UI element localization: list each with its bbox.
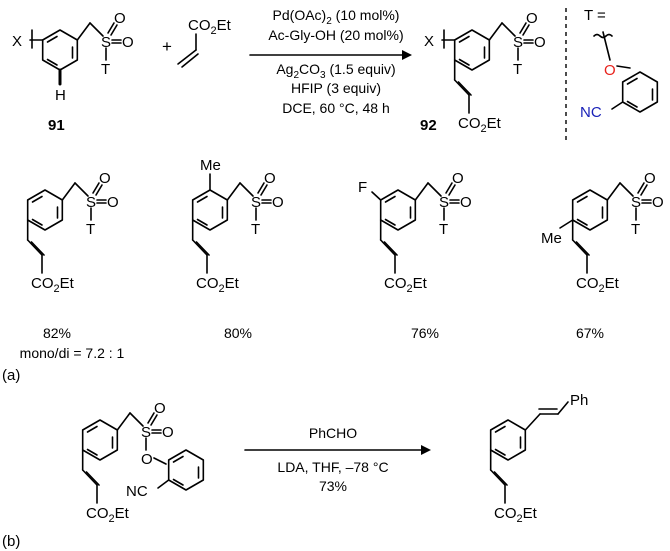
ester-label: CO2Et — [31, 275, 75, 295]
reactant-91: X H S O O T 91 — [12, 10, 134, 134]
yield-label: 80% — [224, 325, 252, 341]
yield-label: 82% — [43, 325, 71, 341]
nitrile-label: NC — [580, 104, 602, 121]
svg-text:O: O — [154, 400, 166, 417]
sulfonyl-oxygen-label: O — [534, 34, 546, 51]
svg-text:S: S — [86, 194, 96, 211]
svg-text:O: O — [644, 170, 656, 187]
product-92: X S O O T CO2Et 92 — [420, 10, 546, 135]
scope-product-4: Me S O O T CO2Et 67% — [541, 170, 664, 341]
plus-sign: + — [162, 37, 172, 56]
attachment-point-wavy — [593, 33, 613, 39]
scope-product-1: S O O T CO2Et 82% mono/di = 7.2 : 1 — [20, 170, 125, 361]
ethyl-acrylate: CO2Et — [177, 17, 232, 68]
scope-product-2: Me S O O T CO2Et 80% — [191, 157, 284, 341]
svg-text:O: O — [460, 194, 472, 211]
sulfur-label: S — [101, 34, 111, 51]
ether-oxygen-label: O — [141, 451, 153, 468]
svg-text:T: T — [631, 221, 640, 238]
ester-label: CO2Et — [576, 275, 620, 295]
conditions-a: Pd(OAc)2 (10 mol%) Ac-Gly-OH (20 mol%) A… — [249, 7, 412, 116]
svg-text:S: S — [251, 194, 261, 211]
svg-text:O: O — [99, 170, 111, 187]
t-group-definition: T = O NC — [580, 7, 659, 121]
svg-text:S: S — [631, 194, 641, 211]
reactant-b: S O O O CO2Et NC — [81, 400, 205, 525]
svg-text:O: O — [264, 170, 276, 187]
sulfur-label: S — [513, 34, 523, 51]
svg-text:O: O — [452, 170, 464, 187]
sulfonyl-oxygen-label: O — [526, 10, 538, 27]
ester-label: CO2Et — [458, 115, 502, 135]
svg-text:O: O — [652, 194, 664, 211]
ester-label: CO2Et — [86, 505, 130, 525]
arrow-head-b — [421, 445, 431, 455]
reagent-label: PhCHO — [309, 425, 357, 441]
oxidant-condition: Ag2CO3 (1.5 equiv) — [276, 61, 395, 81]
yield-label: 73% — [319, 478, 347, 494]
ligand-condition: Ac-Gly-OH (20 mol%) — [268, 27, 403, 43]
methyl-label: Me — [541, 230, 562, 247]
ester-label: CO2Et — [188, 17, 232, 37]
svg-text:T: T — [251, 221, 260, 238]
svg-text:O: O — [107, 194, 119, 211]
sulfonyl-oxygen-label: O — [122, 34, 134, 51]
fluoro-label: F — [358, 179, 367, 196]
ether-oxygen-label: O — [604, 62, 616, 79]
conditions-b: PhCHO LDA, THF, –78 °C 73% — [244, 425, 431, 494]
compound-number-91: 91 — [48, 117, 65, 134]
x-substituent-label: X — [12, 33, 22, 50]
svg-text:S: S — [439, 194, 449, 211]
arrow-head-a — [402, 50, 412, 60]
additive-condition: HFIP (3 equiv) — [291, 80, 381, 96]
ortho-h-label: H — [55, 87, 66, 104]
svg-text:O: O — [162, 424, 174, 441]
t-group-label: T — [513, 61, 522, 78]
panel-label-b: (b) — [2, 533, 20, 550]
ester-label: CO2Et — [196, 275, 240, 295]
catalyst-condition: Pd(OAc)2 (10 mol%) — [273, 7, 400, 27]
panel-label-a: (a) — [2, 367, 20, 384]
ester-label: CO2Et — [384, 275, 428, 295]
compound-number-92: 92 — [420, 117, 437, 134]
svg-text:O: O — [272, 194, 284, 211]
svg-text:T: T — [86, 221, 95, 238]
yield-label: 76% — [411, 325, 439, 341]
t-group-label: T — [101, 61, 110, 78]
selectivity-label: mono/di = 7.2 : 1 — [20, 345, 125, 361]
methyl-label: Me — [200, 157, 221, 174]
svg-text:S: S — [141, 424, 151, 441]
solvent-temperature-condition: DCE, 60 °C, 48 h — [282, 100, 390, 116]
phenyl-label: Ph — [570, 392, 588, 409]
scope-product-3: F S O O T CO2Et 76% — [358, 170, 472, 341]
product-b: Ph CO2Et — [489, 392, 588, 525]
yield-label: 67% — [576, 325, 604, 341]
svg-text:+: + — [162, 37, 172, 56]
ester-label: CO2Et — [494, 505, 538, 525]
x-substituent-label: X — [424, 33, 434, 50]
svg-text:T: T — [439, 221, 448, 238]
t-definition-label: T = — [584, 7, 606, 24]
sulfonyl-oxygen-label: O — [114, 10, 126, 27]
nitrile-label: NC — [126, 483, 148, 500]
base-solvent-temperature: LDA, THF, –78 °C — [277, 459, 388, 475]
